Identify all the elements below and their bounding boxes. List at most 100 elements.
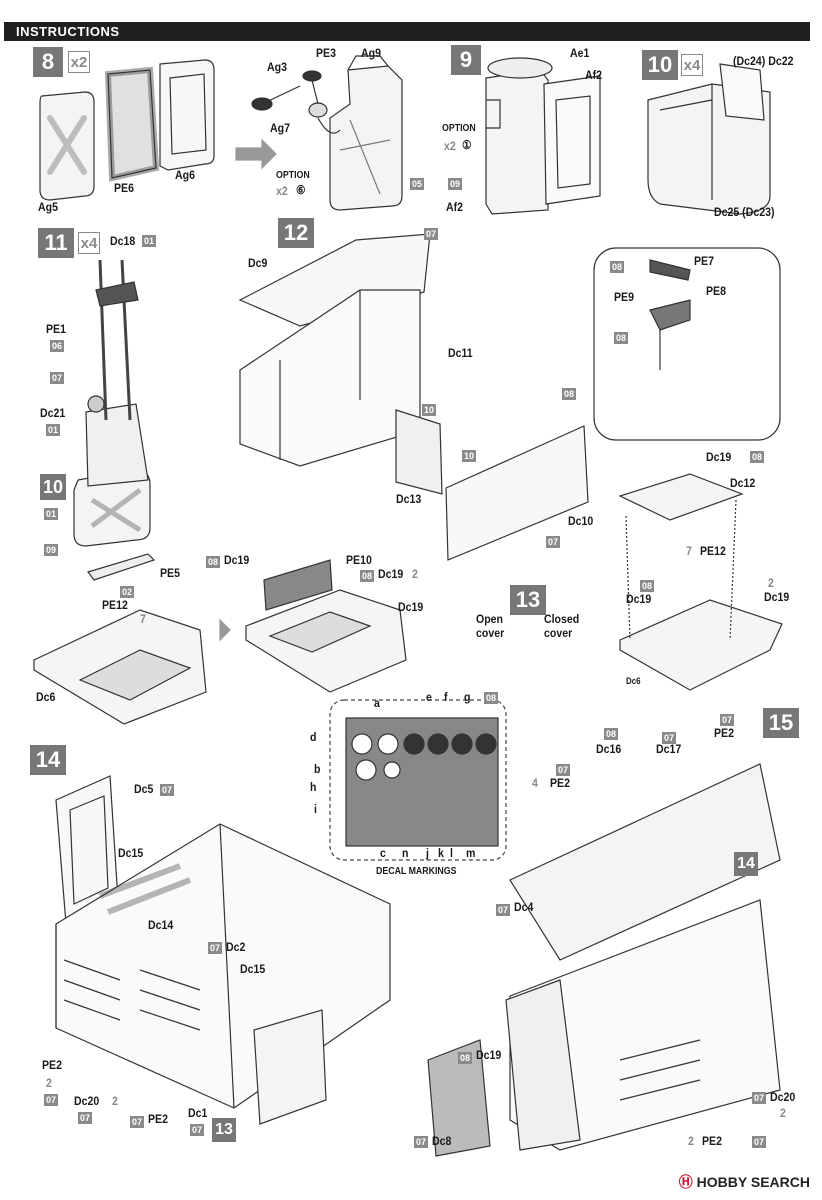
part-label-ae1: Ae1 bbox=[570, 46, 590, 60]
color-code-07-dc20: 07 bbox=[78, 1112, 93, 1124]
ref-step-13: 13 bbox=[212, 1118, 236, 1142]
color-code-07-12: 07 bbox=[424, 228, 439, 240]
part-label-pe5: PE5 bbox=[160, 566, 180, 580]
stowage-box bbox=[238, 233, 589, 561]
color-code-08-pe7: 08 bbox=[610, 261, 625, 273]
jerrycan-assembled bbox=[329, 55, 403, 211]
part-label-dc19-mid: Dc19 bbox=[224, 553, 250, 567]
color-code-07-pe2r3: 07 bbox=[752, 1136, 767, 1148]
multiplier-pe12-right: 7 bbox=[686, 544, 692, 558]
part-label-af2-top: Af2 bbox=[585, 68, 603, 82]
frame-af2 bbox=[543, 75, 601, 205]
part-label-pe2-14b: PE2 bbox=[148, 1112, 168, 1126]
jerrycan-ae1 bbox=[485, 57, 553, 215]
step-11-number: 11 bbox=[38, 228, 74, 258]
part-label-pe2-r2: PE2 bbox=[550, 776, 570, 790]
decal-letter-e: e bbox=[426, 690, 432, 704]
watermark-brand: HOBBY bbox=[696, 1174, 747, 1190]
color-code-07-dc2: 07 bbox=[208, 942, 223, 954]
part-label-dc20-14: Dc20 bbox=[74, 1094, 100, 1108]
gasket-pe6 bbox=[104, 66, 160, 182]
part-label-ag7: Ag7 bbox=[270, 121, 290, 135]
decal-letter-i: i bbox=[314, 802, 317, 816]
color-code-08-right: 08 bbox=[640, 580, 655, 592]
decal-letter-m: m bbox=[466, 846, 476, 860]
decal-letter-j: j bbox=[426, 846, 429, 860]
part-label-ag5: Ag5 bbox=[38, 200, 58, 214]
step-12-number: 12 bbox=[278, 218, 314, 248]
part-label-dc15-b: Dc15 bbox=[240, 962, 266, 976]
part-label-dc1: Dc1 bbox=[188, 1106, 208, 1120]
part-label-pe12-right: PE12 bbox=[700, 544, 726, 558]
detail-inset-box bbox=[593, 247, 781, 441]
instructions-header: INSTRUCTIONS bbox=[4, 22, 810, 41]
color-code-08-dc19b: 08 bbox=[458, 1052, 473, 1064]
step-8-number: 8 bbox=[33, 47, 63, 77]
decal-letter-g: g bbox=[464, 690, 471, 704]
multiplier-pe12-left: 7 bbox=[140, 612, 146, 626]
open-cover-label: Open cover bbox=[476, 612, 505, 640]
multiplier-pe2-r2: 4 bbox=[532, 776, 538, 790]
color-code-09: 09 bbox=[448, 178, 463, 190]
watermark-logo: Ⓗ bbox=[678, 1174, 693, 1190]
closed-cover-label: Closed cover bbox=[544, 612, 580, 640]
header-title: INSTRUCTIONS bbox=[16, 24, 120, 39]
part-label-dc13: Dc13 bbox=[396, 492, 422, 506]
color-code-07-b: 07 bbox=[546, 536, 561, 548]
color-code-07-dc4: 07 bbox=[496, 904, 511, 916]
color-code-07-dc8: 07 bbox=[414, 1136, 429, 1148]
part-label-dc18: Dc18 bbox=[110, 234, 136, 248]
decal-panel bbox=[329, 699, 507, 861]
part-label-pe6: PE6 bbox=[114, 181, 134, 195]
step-10-number: 10 bbox=[642, 50, 678, 80]
step-13-number: 13 bbox=[510, 585, 546, 615]
part-label-pe8: PE8 bbox=[706, 284, 726, 298]
covered-plate bbox=[618, 473, 783, 691]
decal-letter-c: c bbox=[380, 846, 386, 860]
part-label-dc4: Dc4 bbox=[514, 900, 534, 914]
part-label-dc6-right: Dc6 bbox=[626, 676, 641, 686]
ref-step-14: 14 bbox=[734, 852, 758, 876]
part-label-pe2-r3: PE2 bbox=[702, 1134, 722, 1148]
color-code-08-pe9: 08 bbox=[614, 332, 629, 344]
color-code-07-pe2b: 07 bbox=[130, 1116, 145, 1128]
color-code-07-dc5: 07 bbox=[160, 784, 175, 796]
step-14-number: 14 bbox=[30, 745, 66, 775]
part-label-dc14: Dc14 bbox=[148, 918, 174, 932]
multiplier-dc20-14: 2 bbox=[112, 1094, 118, 1108]
arrow-right-icon-2 bbox=[219, 618, 231, 642]
part-label-pe7: PE7 bbox=[694, 254, 714, 268]
decal-letter-b: b bbox=[314, 762, 321, 776]
option-label-9: OPTION bbox=[442, 123, 476, 134]
part-label-dc19-b: Dc19 bbox=[476, 1048, 502, 1062]
part-label-dc25: Dc25 (Dc23) bbox=[714, 205, 775, 219]
multiplier-pe2-r3: 2 bbox=[688, 1134, 694, 1148]
part-label-dc16: Dc16 bbox=[596, 742, 622, 756]
color-code-08-mid2: 08 bbox=[360, 570, 375, 582]
part-label-ag3: Ag3 bbox=[267, 60, 287, 74]
option-multiplier: x2 bbox=[276, 184, 288, 198]
part-label-dc6: Dc6 bbox=[36, 690, 56, 704]
part-label-dc19-right2: Dc19 bbox=[764, 590, 790, 604]
part-label-dc20-b: Dc20 bbox=[770, 1090, 796, 1104]
generator-housing-right bbox=[427, 763, 781, 1157]
color-code-07-pe2r: 07 bbox=[720, 714, 735, 726]
strapped-jerrycan bbox=[73, 259, 151, 547]
decal-letter-k: k bbox=[438, 846, 444, 860]
color-code-01-b: 01 bbox=[46, 424, 61, 436]
color-code-07-11: 07 bbox=[50, 372, 65, 384]
option-decal-1: ① bbox=[462, 138, 472, 152]
part-label-pe2-r: PE2 bbox=[714, 726, 734, 740]
color-code-06: 06 bbox=[50, 340, 65, 352]
decal-letter-f: f bbox=[444, 690, 448, 704]
color-code-10-a: 10 bbox=[422, 404, 437, 416]
ref-step-10: 10 bbox=[40, 474, 66, 500]
color-code-01: 01 bbox=[142, 235, 157, 247]
color-code-10-b: 10 bbox=[462, 450, 477, 462]
part-label-pe9: PE9 bbox=[614, 290, 634, 304]
multiplier-pe2-14: 2 bbox=[46, 1076, 52, 1090]
color-code-07-dc17: 07 bbox=[662, 732, 677, 744]
color-code-08-dc19: 08 bbox=[750, 451, 765, 463]
step-9-number: 9 bbox=[451, 45, 481, 75]
part-label-af2-bottom: Af2 bbox=[446, 200, 464, 214]
